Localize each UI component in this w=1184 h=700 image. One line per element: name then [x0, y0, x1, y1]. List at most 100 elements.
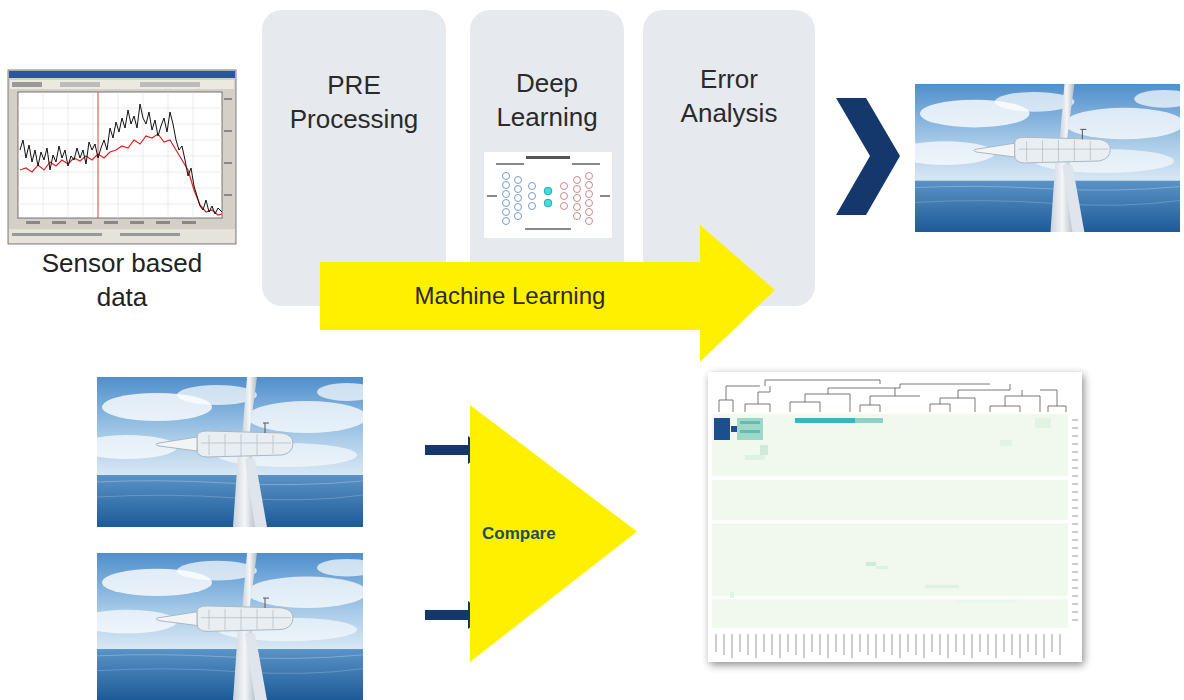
heatmap-column-tick	[844, 634, 845, 655]
heatmap-column-tick	[908, 634, 909, 652]
sensor-chart-screenshot-part	[140, 82, 200, 87]
heatmap-column-tick	[796, 634, 797, 655]
sensor-chart-screenshot-part-part	[156, 221, 170, 224]
autoencoder-thumbnail-part-part	[529, 193, 536, 200]
autoencoder-thumbnail-part	[544, 199, 552, 207]
sensor-chart-screenshot-part-part	[52, 221, 66, 224]
clustered-heatmap-part-part	[712, 520, 1068, 523]
sensor-chart-screenshot-part-part	[224, 162, 232, 164]
sensor-chart-screenshot-part	[20, 104, 222, 214]
autoencoder-thumbnail-part-part	[503, 200, 510, 207]
sensor-chart-screenshot-part	[18, 92, 222, 218]
heatmap-column-tick	[820, 634, 821, 655]
autoencoder-thumbnail-part	[526, 156, 570, 159]
sensor-chart-screenshot-part	[12, 82, 42, 87]
turbine-rendering	[895, 84, 1184, 232]
heatmap-column-tick	[1020, 634, 1021, 658]
clustered-heatmap-part	[876, 566, 888, 569]
clustered-heatmap-part	[866, 562, 876, 566]
clustered-heatmap-part	[737, 418, 763, 440]
autoencoder-thumbnail-part-part	[586, 182, 593, 189]
heatmap-column-tick	[956, 634, 957, 652]
heatmap-column-tick	[828, 634, 829, 658]
input-arrow-part	[425, 445, 471, 455]
node-label: PRE Processing	[270, 68, 438, 136]
clustered-heatmap-part-part	[1072, 420, 1078, 620]
heatmap-column-tick	[724, 634, 725, 655]
autoencoder-thumbnail-part-part	[529, 183, 536, 190]
heatmap-column-tick	[900, 634, 901, 658]
clustered-heatmap-part	[957, 600, 1017, 603]
heatmap-column-tick	[868, 634, 869, 655]
heatmap-column-tick	[980, 634, 981, 652]
sensor-chart-screenshot-part-part	[78, 221, 92, 224]
input-arrow-part	[425, 610, 471, 620]
heatmap-column-tick	[812, 634, 813, 652]
clustered-heatmap-part	[1035, 418, 1051, 428]
autoencoder-thumbnail-part-part	[515, 177, 522, 184]
clustered-heatmap-part	[712, 414, 1068, 628]
image-caption: Sensor based data	[22, 246, 222, 314]
autoencoder-thumbnail-part-part	[574, 195, 581, 202]
sensor-chart-screenshot-part	[8, 70, 236, 244]
sensor-chart-screenshot-part	[26, 98, 232, 224]
clustered-heatmap-part	[760, 445, 768, 455]
panel-background	[470, 10, 624, 306]
autoencoder-thumbnail	[484, 152, 612, 238]
sensor-chart-screenshot	[8, 70, 236, 244]
heatmap-column-tick	[876, 634, 877, 658]
clustered-heatmap-part	[740, 421, 760, 424]
clustered-heatmap-part	[708, 372, 1082, 662]
sensor-chart-screenshot-part	[9, 229, 235, 243]
heatmap-column-tick	[964, 634, 965, 655]
clustered-heatmap-part-part	[790, 388, 920, 412]
autoencoder-thumbnail-part-part	[515, 186, 522, 193]
sensor-chart-screenshot-part-part	[182, 221, 196, 224]
autoencoder-thumbnail-part-part	[503, 218, 510, 225]
heatmap-column-tick	[996, 634, 997, 658]
shape-fill	[470, 405, 637, 662]
heatmap-column-tick	[852, 634, 853, 658]
sensor-chart-screenshot-part-part	[104, 221, 118, 224]
chevron-arrow	[836, 98, 900, 215]
autoencoder-thumbnail-part-part	[503, 209, 510, 216]
clustered-heatmap	[708, 372, 1082, 662]
autoencoder-thumbnail-part	[484, 152, 612, 238]
autoencoder-thumbnail-part-part	[574, 213, 581, 220]
sensor-chart-screenshot-part	[10, 80, 234, 89]
autoencoder-thumbnail-part-part	[586, 209, 593, 216]
autoencoder-thumbnail-part	[503, 173, 536, 225]
autoencoder-thumbnail-part-part	[515, 195, 522, 202]
sensor-chart-screenshot-part	[120, 233, 180, 236]
heatmap-column-tick	[1012, 634, 1013, 655]
heatmap-column-tick	[836, 634, 837, 652]
heatmap-column-tick	[972, 634, 973, 658]
clustered-heatmap-part	[719, 380, 1066, 412]
autoencoder-thumbnail-part-part	[561, 203, 568, 210]
autoencoder-thumbnail-part-part	[503, 191, 510, 198]
process-panel: PRE Processing	[262, 10, 446, 306]
clustered-heatmap-part	[716, 634, 1060, 658]
autoencoder-thumbnail-part-part	[586, 200, 593, 207]
heatmap-column-tick	[948, 634, 949, 658]
autoencoder-thumbnail-part-part	[529, 203, 536, 210]
autoencoder-thumbnail-part-part	[586, 218, 593, 225]
node-label: Error Analysis	[651, 62, 807, 130]
clustered-heatmap-part	[855, 418, 883, 423]
autoencoder-thumbnail-part-part	[503, 173, 510, 180]
compare-triangle: Compare	[470, 405, 637, 662]
autoencoder-thumbnail-part	[525, 228, 571, 230]
process-panel: Deep Learning	[470, 10, 624, 306]
clustered-heatmap-part-part	[900, 384, 1040, 412]
clustered-heatmap-part	[714, 418, 730, 440]
clustered-heatmap-part-part	[712, 476, 1068, 480]
clustered-heatmap-part	[925, 585, 959, 588]
heatmap-column-tick	[932, 634, 933, 652]
autoencoder-thumbnail-part	[487, 195, 497, 197]
autoencoder-thumbnail-part-part	[574, 177, 581, 184]
heatmap-column-tick	[884, 634, 885, 652]
autoencoder-thumbnail-part-part	[586, 191, 593, 198]
heatmap-column-tick	[1004, 634, 1005, 652]
